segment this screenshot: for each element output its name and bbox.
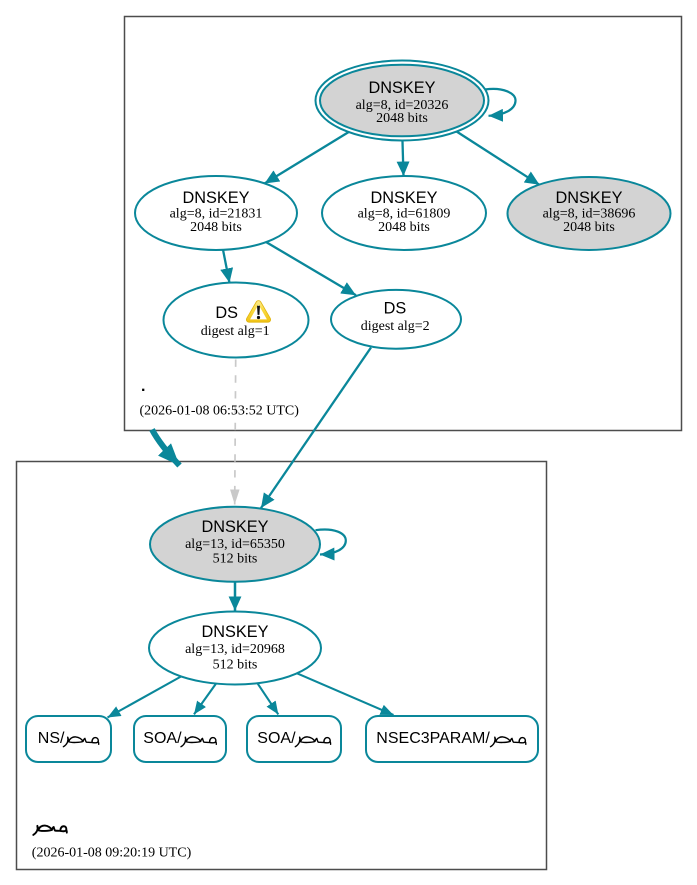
svg-text:alg=8, id=61809: alg=8, id=61809 — [358, 206, 451, 221]
svg-text:2048 bits: 2048 bits — [376, 111, 428, 126]
svg-text:DNSKEY: DNSKEY — [202, 623, 269, 641]
svg-text:alg=13, id=65350: alg=13, id=65350 — [185, 537, 285, 552]
svg-text:digest alg=1: digest alg=1 — [201, 324, 270, 339]
svg-text:DNSKEY: DNSKEY — [202, 518, 269, 536]
svg-text:.: . — [141, 378, 145, 395]
svg-text:SOA/: SOA/ — [257, 730, 296, 747]
svg-text:DS: DS — [215, 304, 238, 322]
svg-text:DNSKEY: DNSKEY — [183, 189, 250, 207]
svg-text:512 bits: 512 bits — [213, 552, 258, 567]
svg-text:alg=13, id=20968: alg=13, id=20968 — [185, 642, 285, 657]
svg-text:SOA/: SOA/ — [143, 730, 182, 747]
svg-text:DNSKEY: DNSKEY — [371, 189, 438, 207]
svg-text:DNSKEY: DNSKEY — [556, 189, 623, 207]
svg-text:NSEC3PARAM/: NSEC3PARAM/ — [376, 730, 490, 747]
svg-text:NS/: NS/ — [38, 730, 65, 747]
svg-text:2048 bits: 2048 bits — [378, 220, 430, 235]
svg-text:2048 bits: 2048 bits — [563, 220, 615, 235]
svg-text:DNSKEY: DNSKEY — [369, 79, 436, 97]
svg-text:digest alg=2: digest alg=2 — [361, 319, 430, 334]
svg-text:2048 bits: 2048 bits — [190, 220, 242, 235]
svg-text:DS: DS — [384, 299, 407, 317]
svg-text:alg=8, id=21831: alg=8, id=21831 — [170, 206, 263, 221]
svg-text:(2026-01-08 06:53:52 UTC): (2026-01-08 06:53:52 UTC) — [140, 403, 300, 418]
svg-text:(2026-01-08 09:20:19 UTC): (2026-01-08 09:20:19 UTC) — [32, 845, 192, 860]
svg-text:512 bits: 512 bits — [213, 657, 258, 672]
svg-text:alg=8, id=38696: alg=8, id=38696 — [543, 206, 636, 221]
svg-text:alg=8, id=20326: alg=8, id=20326 — [356, 98, 449, 113]
